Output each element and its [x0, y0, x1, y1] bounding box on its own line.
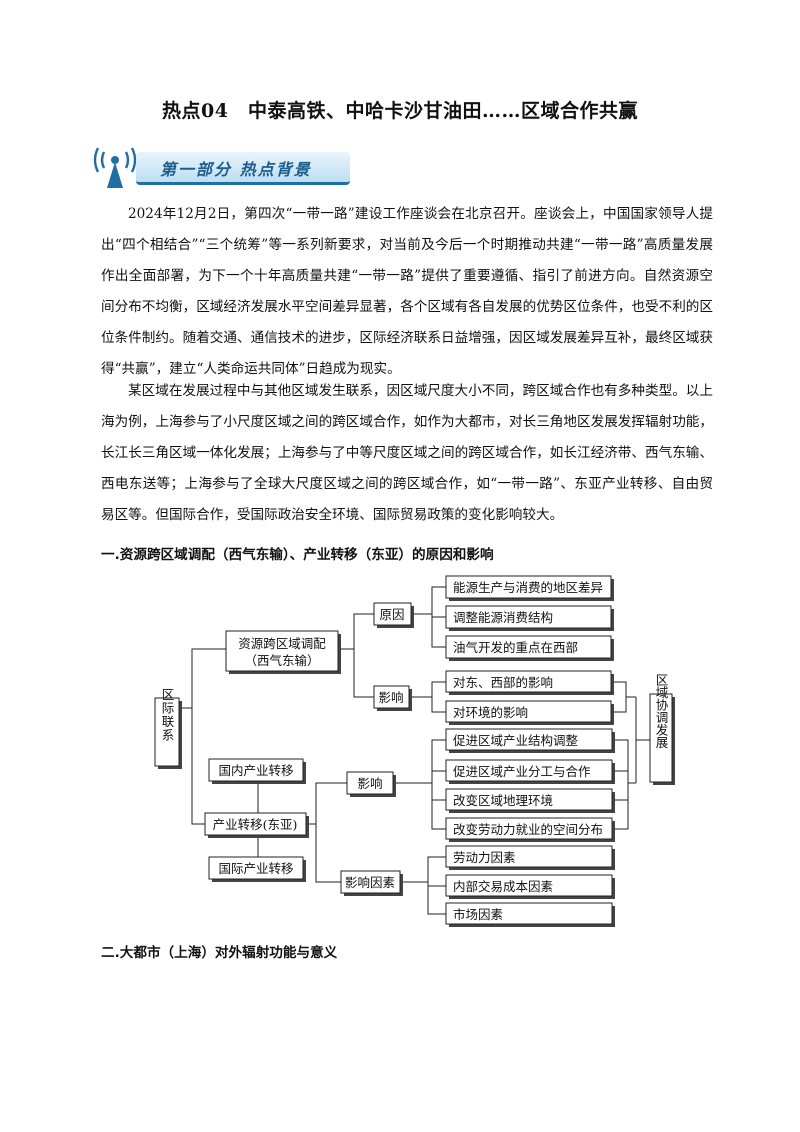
factors-label: 影响因素 — [345, 875, 395, 890]
influence-label-1: 影响 — [378, 690, 403, 705]
factor-item-2 — [445, 874, 613, 897]
factors-node — [340, 870, 401, 894]
banner-label: 第一部分 热点背景 — [160, 160, 312, 179]
signal-tower-icon — [93, 147, 137, 188]
international-transfer-label: 国际产业转移 — [218, 861, 293, 876]
section-heading-2: 二.大都市（上海）对外辐射功能与意义 — [101, 945, 338, 961]
international-transfer-node — [208, 856, 304, 880]
influence2-item-1 — [445, 728, 613, 751]
influence-node-1 — [373, 685, 410, 709]
paragraph-1: 2024年12月2日，第四次“一带一路”建设工作座谈会在北京召开。座谈会上，中国… — [101, 206, 713, 377]
influence-node-2 — [346, 771, 394, 795]
influence2-item-2-label: 促进区域产业分工与合作 — [453, 764, 591, 779]
influence2-item-4 — [445, 817, 613, 840]
cause-item-1-label: 能源生产与消费的地区差异 — [453, 580, 603, 595]
domestic-transfer-label: 国内产业转移 — [218, 763, 293, 778]
influence-label-2: 影响 — [357, 776, 382, 791]
influence1-item-1 — [445, 670, 612, 693]
cause-item-2-label: 调整能源消费结构 — [453, 610, 553, 625]
factor-item-1-label: 劳动力因素 — [453, 850, 516, 865]
root-label: 区际联系 — [160, 688, 175, 742]
resource-label: 资源跨区域调配 — [238, 636, 326, 651]
resource-node — [225, 630, 339, 672]
influence2-item-4-label: 改变劳动力就业的空间分布 — [453, 822, 603, 837]
influence1-item-2 — [445, 700, 612, 723]
root-node — [154, 697, 180, 767]
industry-transfer-node — [204, 812, 307, 836]
influence2-item-1-label: 促进区域产业结构调整 — [453, 733, 579, 748]
cause-label: 原因 — [379, 607, 404, 622]
cause-item-3 — [445, 635, 612, 659]
cause-item-1 — [445, 575, 612, 599]
domestic-transfer-node — [208, 758, 304, 782]
factor-item-3 — [445, 902, 613, 925]
influence2-item-2 — [445, 759, 613, 782]
paragraph-2: 某区域在发展过程中与其他区域发生联系，因区域尺度大小不同，跨区域合作也有多种类型… — [101, 383, 713, 523]
influence2-item-3 — [445, 788, 613, 811]
section-banner: 第一部分 热点背景 — [92, 140, 352, 190]
influence2-item-3-label: 改变区域地理环境 — [453, 793, 553, 808]
factor-item-1 — [445, 845, 613, 868]
industry-transfer-label: 产业转移(东亚) — [213, 817, 298, 832]
resource-sublabel: （西气东输） — [244, 653, 319, 668]
cause-node — [373, 602, 412, 626]
cause-item-2 — [445, 605, 612, 629]
influence1-item-2-label: 对环境的影响 — [453, 705, 528, 720]
factor-item-2-label: 内部交易成本因素 — [453, 879, 553, 894]
factor-item-3-label: 市场因素 — [453, 907, 503, 922]
result-label: 区域协调发展 — [654, 674, 669, 749]
influence1-item-1-label: 对东、西部的影响 — [453, 675, 553, 690]
section-heading-1: 一.资源跨区域调配（西气东输）、产业转移（东亚）的原因和影响 — [101, 547, 494, 563]
result-node — [649, 693, 673, 783]
page-title: 热点04 中泰高铁、中哈卡沙甘油田……区域合作共赢 — [162, 100, 638, 122]
cause-item-3-label: 油气开发的重点在西部 — [453, 640, 578, 655]
